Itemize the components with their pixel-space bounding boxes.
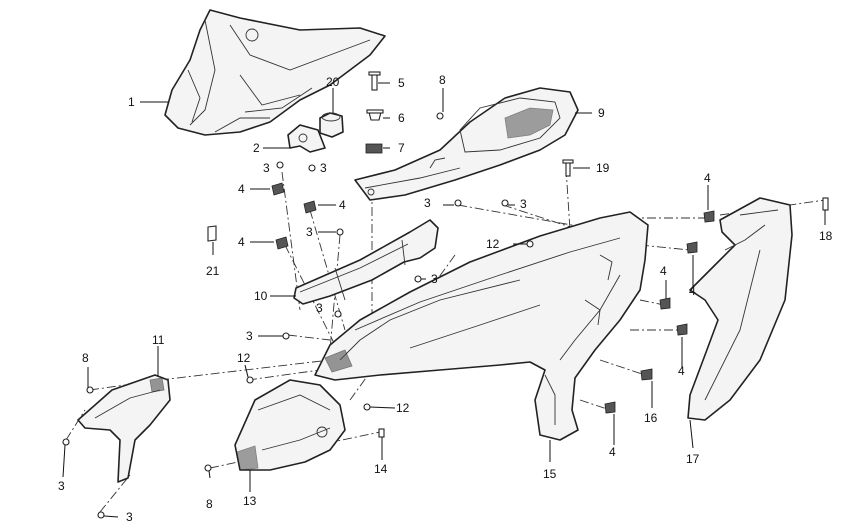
callout-13: 13 (243, 494, 257, 508)
callout-4-c: 4 (238, 235, 245, 249)
callout-2: 2 (253, 141, 260, 155)
part-15-side-panel (314, 211, 649, 441)
callout-16: 16 (644, 411, 658, 425)
callout-17: 17 (686, 452, 700, 466)
callout-7: 7 (398, 141, 405, 155)
callout-3-i: 3 (58, 479, 65, 493)
part-19-pin (562, 159, 574, 177)
callout-4-a: 4 (238, 182, 245, 196)
callout-3-e: 3 (306, 225, 313, 239)
part-10-rail (293, 219, 439, 305)
callout-1: 1 (128, 95, 135, 109)
callout-3-j: 3 (126, 510, 133, 524)
part-11-bracket (77, 374, 171, 483)
callout-3-a: 3 (263, 161, 270, 175)
part-13-lower-cover (234, 379, 346, 471)
part-21-label (207, 225, 217, 242)
callout-5: 5 (398, 76, 405, 90)
part-7-rubber-block (365, 143, 383, 154)
callout-3-d: 3 (520, 197, 527, 211)
callout-3-b: 3 (320, 161, 327, 175)
callout-4-e: 4 (660, 264, 667, 278)
callout-15: 15 (543, 467, 557, 481)
callout-19: 19 (596, 161, 610, 175)
callout-4-b: 4 (339, 198, 346, 212)
part-17-right-panel (687, 197, 793, 421)
callout-12-c: 12 (396, 401, 410, 415)
fasteners (62, 112, 829, 519)
callout-3-c: 3 (424, 196, 431, 210)
callout-3-f: 3 (431, 272, 438, 286)
callout-6: 6 (398, 111, 405, 125)
part-5-pin (368, 71, 381, 91)
callouts: 1 2 20 5 6 7 8 9 19 3 3 4 4 3 3 3 4 12 2… (58, 73, 833, 524)
callout-21: 21 (206, 264, 220, 278)
callout-12-b: 12 (237, 351, 251, 365)
callout-4-f: 4 (689, 284, 696, 298)
part-6-grommet (366, 109, 384, 121)
callout-3-h: 3 (246, 329, 253, 343)
callout-9: 9 (598, 106, 605, 120)
callout-3-g: 3 (316, 301, 323, 315)
callout-8-top: 8 (439, 73, 446, 87)
callout-4-g: 4 (678, 364, 685, 378)
callout-4-d: 4 (704, 171, 711, 185)
callout-18: 18 (819, 229, 833, 243)
callout-20: 20 (326, 75, 340, 89)
callout-12-a: 12 (486, 237, 500, 251)
callout-8-bottom: 8 (206, 497, 213, 511)
callout-11: 11 (152, 333, 165, 347)
part-20-bushing (319, 112, 344, 138)
part-2-bracket (287, 124, 326, 153)
leader-lines (62, 82, 826, 518)
callout-4-h: 4 (609, 445, 616, 459)
callout-8-left: 8 (82, 351, 89, 365)
callout-14: 14 (374, 462, 388, 476)
part-9-inner-panel (354, 87, 579, 201)
part-1-front-cowl (164, 9, 386, 136)
callout-10: 10 (254, 289, 268, 303)
